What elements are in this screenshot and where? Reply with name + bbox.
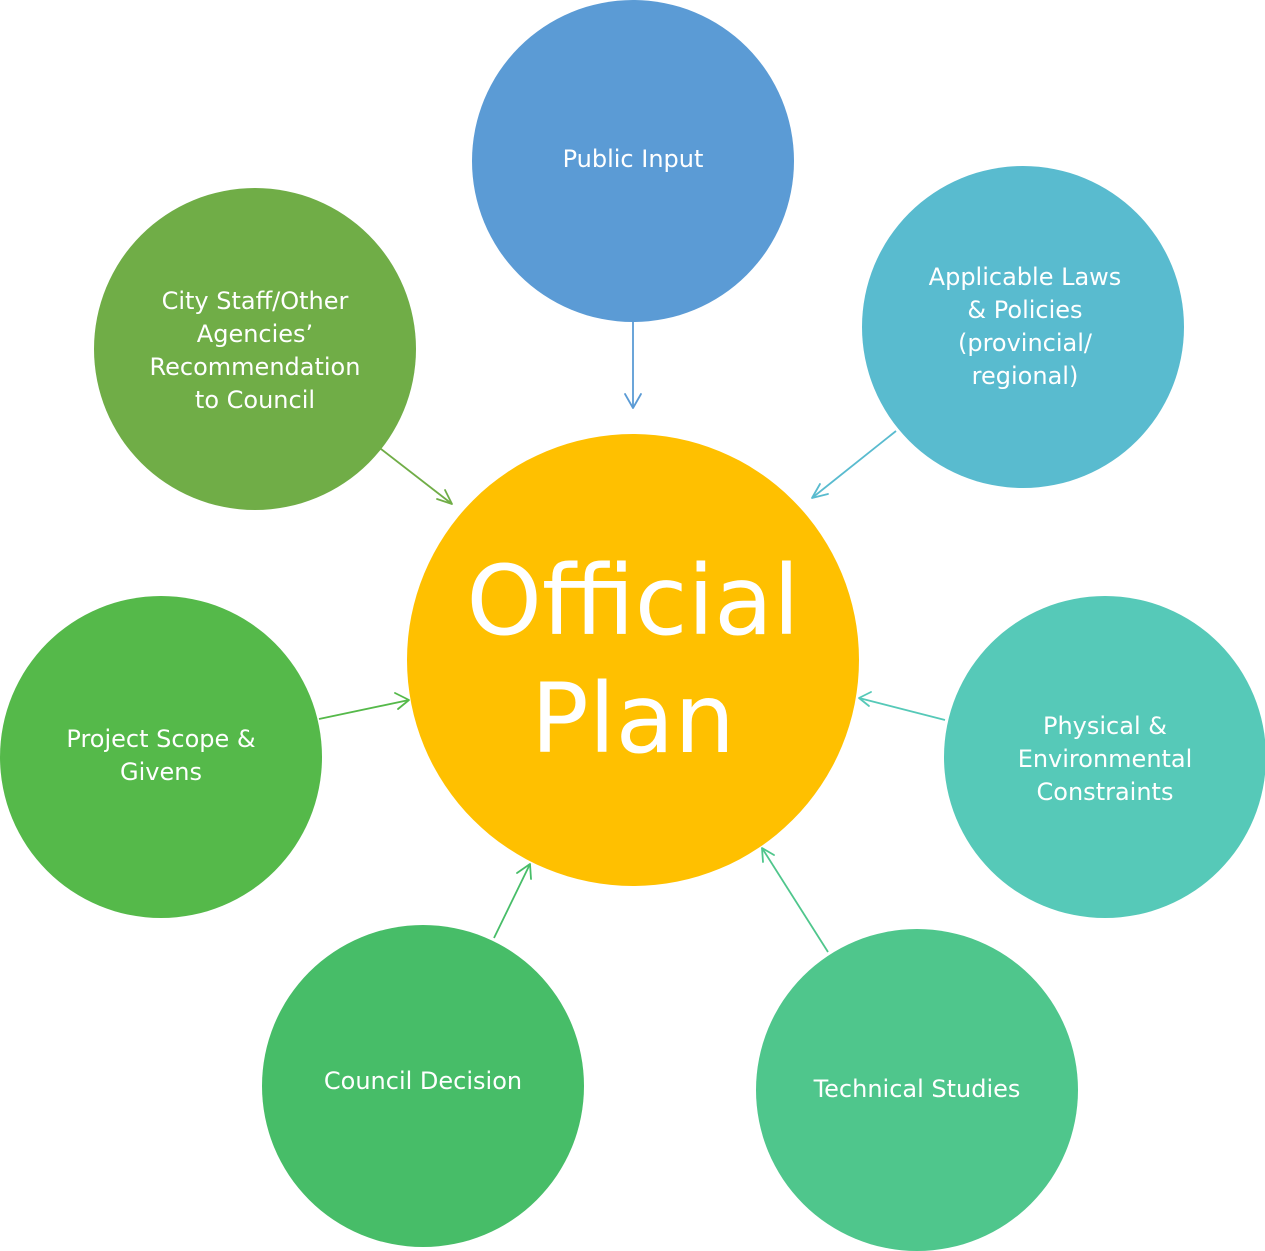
technical-studies-circle: Technical Studies bbox=[756, 929, 1078, 1251]
arrow-public bbox=[624, 322, 642, 409]
city-staff-label: City Staff/Other Agencies’ Recommendatio… bbox=[149, 287, 361, 414]
public-input-circle: Public Input bbox=[472, 0, 794, 322]
arrow-tech bbox=[761, 847, 829, 953]
applicable-laws-label: Applicable Laws & Policies (provincial/ … bbox=[928, 263, 1122, 390]
council-decision-circle: Council Decision bbox=[262, 925, 584, 1247]
arrow-staff bbox=[380, 448, 453, 505]
technical-studies-label: Technical Studies bbox=[813, 1074, 1021, 1103]
project-scope-circle: Project Scope & Givens bbox=[0, 596, 322, 918]
council-decision-label: Council Decision bbox=[323, 1066, 523, 1095]
official-plan-label: Official Plan bbox=[466, 545, 800, 775]
arrow-scope bbox=[318, 692, 410, 720]
city-staff-circle: City Staff/Other Agencies’ Recommendatio… bbox=[94, 188, 416, 510]
applicable-laws-circle: Applicable Laws & Policies (provincial/ … bbox=[862, 166, 1184, 488]
arrow-laws bbox=[811, 430, 897, 499]
physical-constraints-circle: Physical & Environmental Constraints bbox=[944, 596, 1265, 918]
official-plan-circle: Official Plan bbox=[407, 434, 859, 886]
arrow-phys bbox=[858, 691, 946, 721]
arrow-council bbox=[493, 863, 532, 939]
public-input-label: Public Input bbox=[562, 144, 704, 173]
physical-constraints-label: Physical & Environmental Constraints bbox=[1017, 711, 1193, 806]
project-scope-label: Project Scope & Givens bbox=[66, 724, 256, 786]
